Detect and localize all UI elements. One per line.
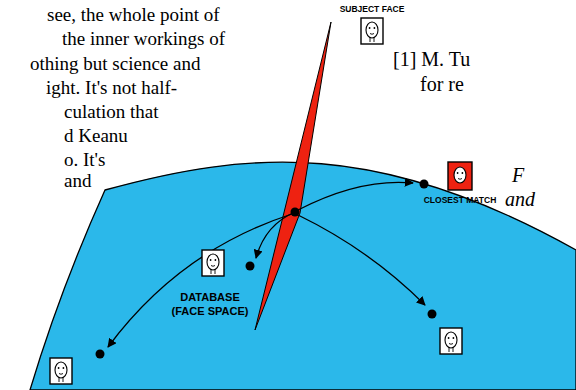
face-dot: [246, 262, 255, 271]
figure-label: CLOSEST MATCH: [424, 195, 497, 205]
face-dot: [428, 310, 437, 319]
body-text: and: [505, 188, 535, 211]
body-text: the inner workings of: [62, 28, 225, 50]
body-text: and: [64, 170, 91, 192]
match-arrow: [298, 182, 413, 210]
projection-plane: [255, 22, 331, 330]
body-text: F: [512, 164, 524, 187]
body-text: o. It's: [64, 149, 105, 171]
match-arrow: [256, 212, 295, 258]
reference-text: for re: [420, 73, 464, 96]
face-icon: [202, 250, 224, 276]
body-text: d Keanu: [64, 125, 128, 147]
body-text: othing but science and: [30, 53, 200, 75]
match-arrow: [298, 215, 425, 305]
figure-label: SUBJECT FACE: [340, 4, 405, 14]
face-icon: [440, 328, 462, 354]
reference-text: [1] M. Tu: [393, 48, 470, 71]
body-text: culation that: [64, 101, 158, 123]
face-dot: [420, 180, 429, 189]
face-dot: [96, 350, 105, 359]
body-text: see, the whole point of: [47, 4, 220, 26]
subject-face-icon: [361, 18, 383, 44]
face-icon: [50, 358, 72, 384]
region-label: DATABASE (FACE SPACE): [168, 290, 252, 318]
match-arrow: [108, 214, 292, 347]
projection-dot: [291, 208, 300, 217]
closest-match-icon: [448, 162, 472, 190]
body-text: ight. It's not half-: [46, 77, 177, 99]
